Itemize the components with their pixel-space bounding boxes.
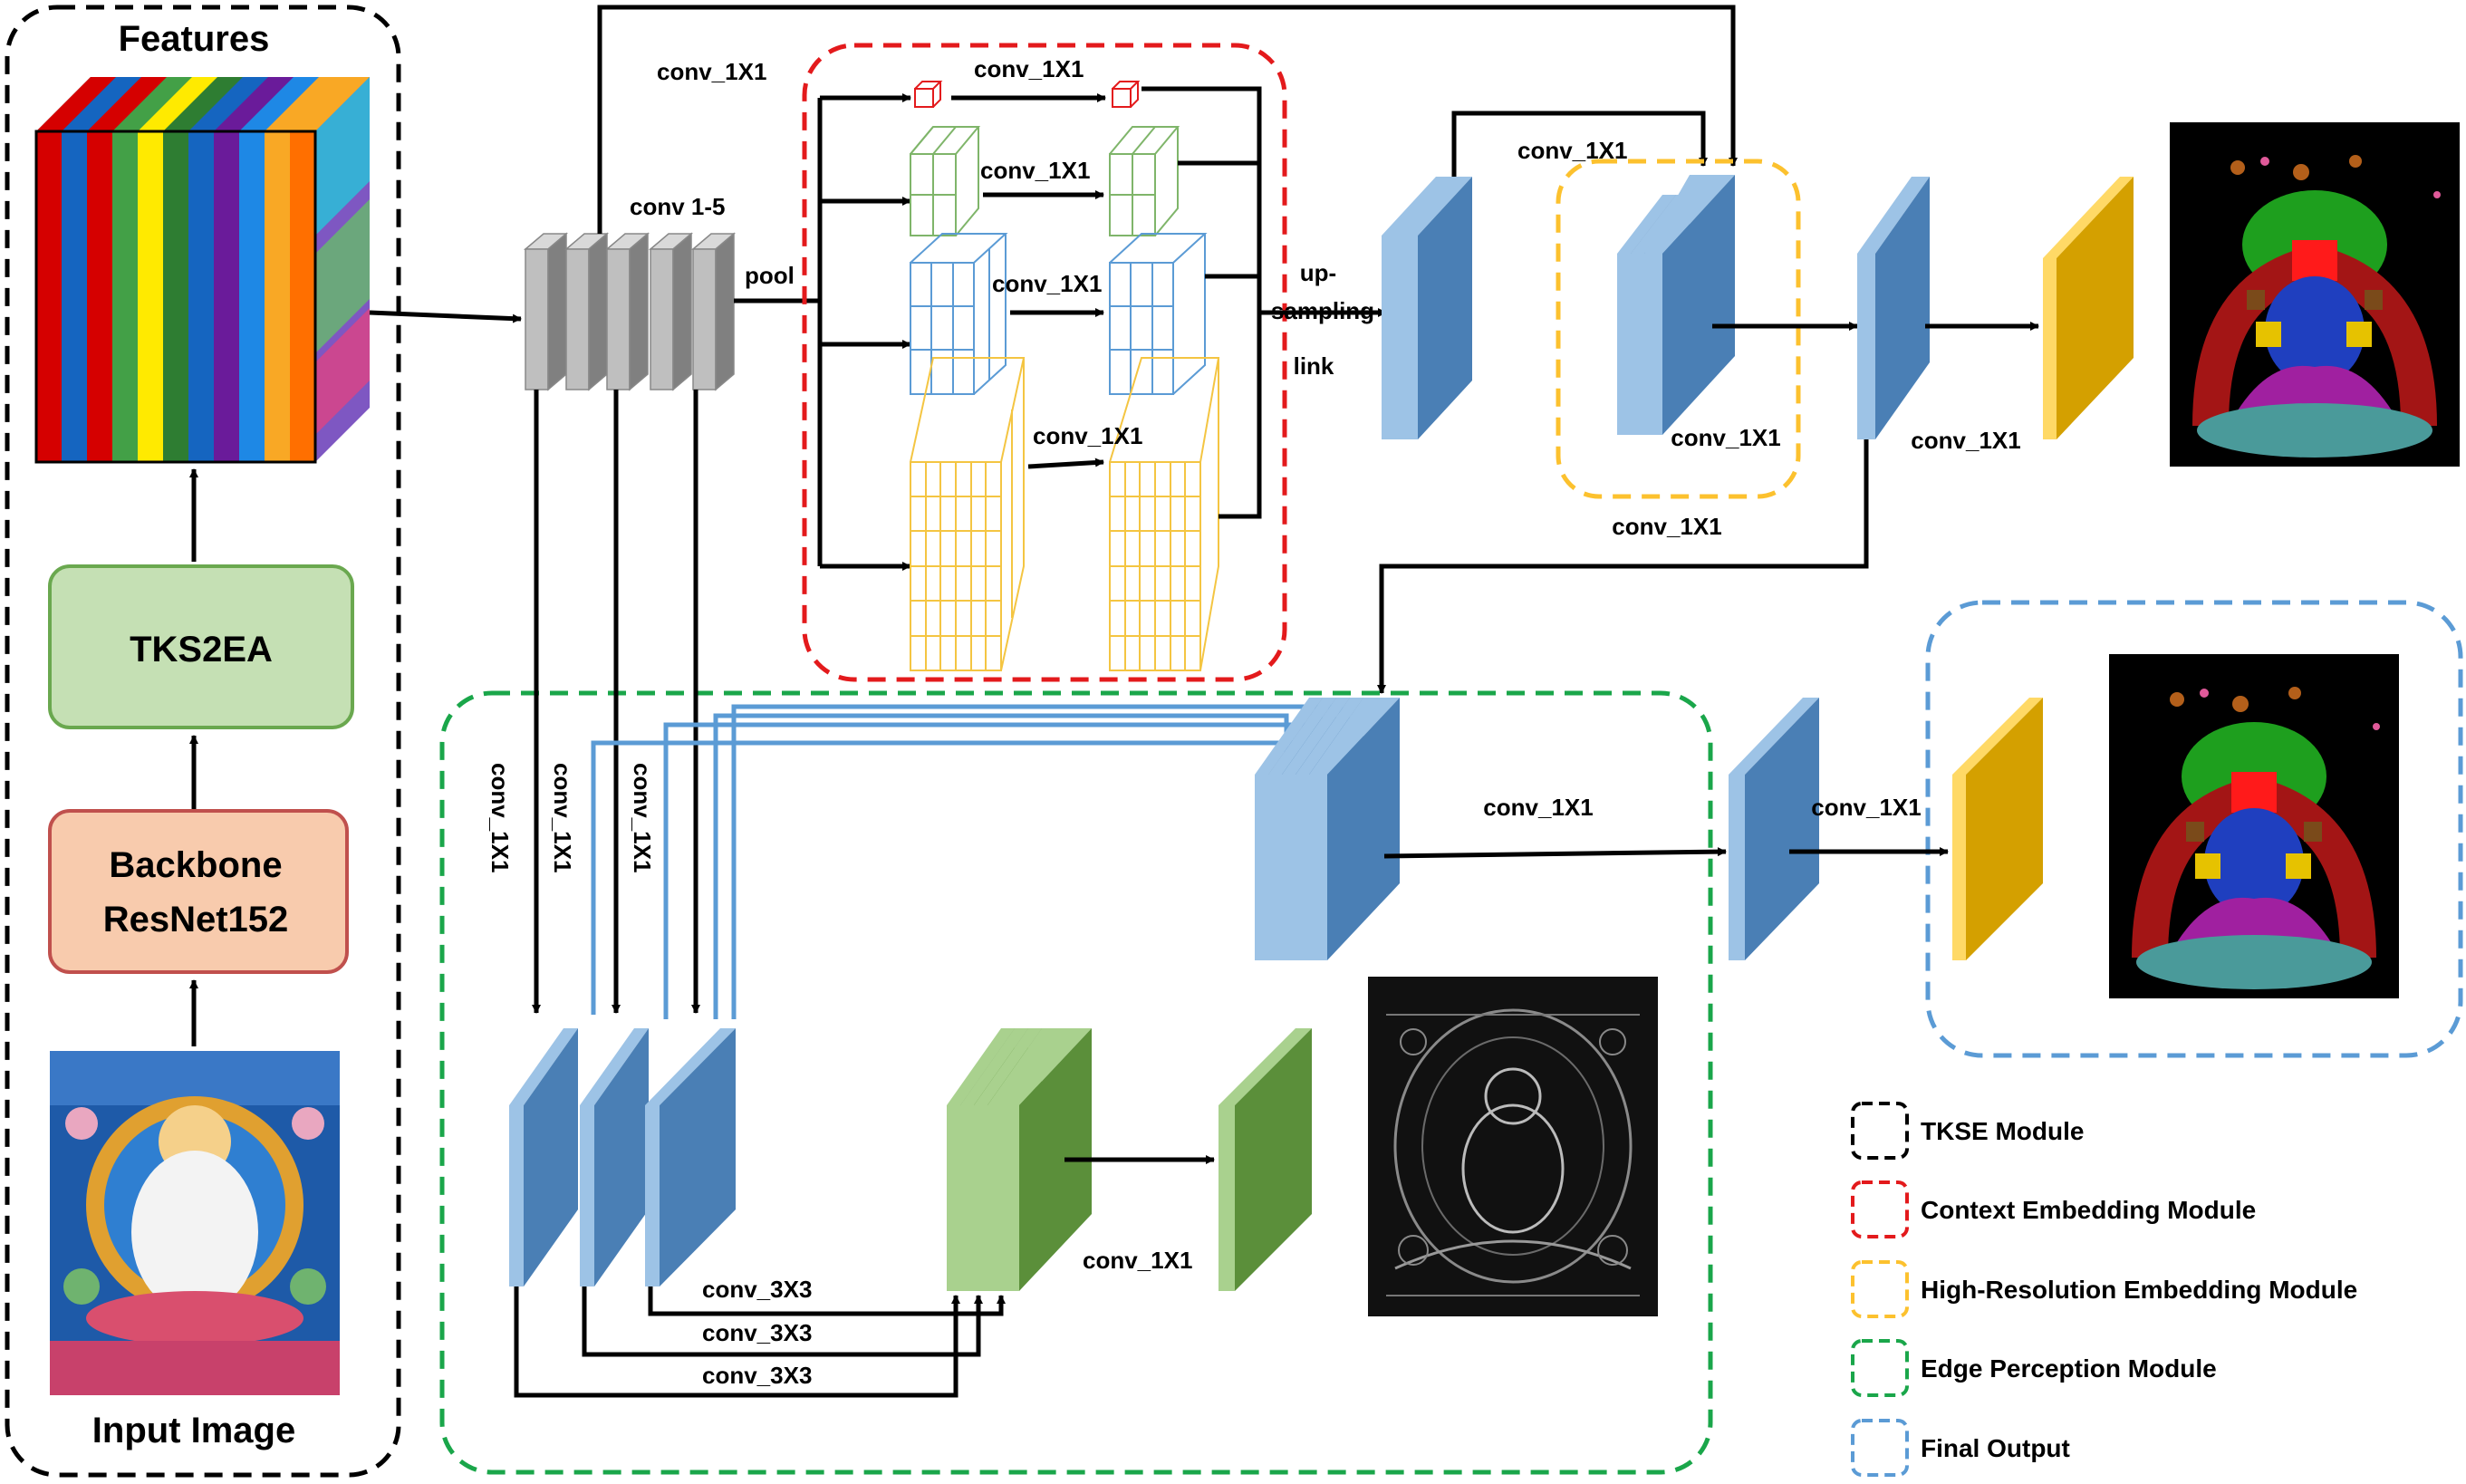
post-hr-layer bbox=[1857, 177, 1930, 439]
context-cube-1x1-a bbox=[914, 81, 943, 108]
legend-label-tkse: TKSE Module bbox=[1921, 1117, 2084, 1145]
feature-cube bbox=[34, 77, 370, 464]
edge-conv3x3-line-3 bbox=[648, 1286, 1006, 1316]
post-fusion-layer bbox=[1729, 698, 1819, 960]
hr-below-conv-label: conv_1X1 bbox=[1612, 513, 1721, 540]
edge-skip-blue-1 bbox=[591, 740, 1309, 1015]
context-cube-3x3-a bbox=[910, 233, 1008, 395]
hr-embedding-module-border bbox=[1556, 159, 1801, 499]
upsampling-label-link: link bbox=[1294, 352, 1334, 380]
context-cube-6x6-a bbox=[910, 357, 1026, 671]
context-merge-line bbox=[1141, 86, 1262, 519]
edge-blue-layer-3 bbox=[645, 1028, 736, 1286]
edge-down-conv-2: conv_1X1 bbox=[549, 763, 576, 872]
context-cube-2x2-b bbox=[1109, 126, 1180, 236]
hr-inner-conv-label: conv_1X1 bbox=[1671, 424, 1780, 451]
context-row2-conv-label: conv_1X1 bbox=[980, 157, 1090, 184]
edge-blue-layer-2 bbox=[580, 1028, 649, 1286]
top-skip-line bbox=[597, 5, 1738, 234]
hr-layer-stack bbox=[1617, 175, 1735, 435]
context-row4-conv-label: conv_1X1 bbox=[1033, 422, 1142, 449]
edge-conv3x3-line-2 bbox=[582, 1286, 983, 1357]
edge-conv3x3-label-1: conv_3X3 bbox=[702, 1276, 812, 1303]
edge-skip-blue-2 bbox=[663, 722, 1327, 1019]
top-skip-conv-label: conv_1X1 bbox=[657, 58, 766, 85]
features-title: Features bbox=[119, 19, 270, 59]
context-cube-2x2-a bbox=[910, 126, 981, 236]
edge-down-conv-3: conv_1X1 bbox=[629, 763, 656, 872]
edge-skip-blue-3 bbox=[731, 704, 1345, 1019]
gold-bottom-conv-label: conv_1X1 bbox=[1811, 794, 1921, 821]
gold-layer-bottom bbox=[1952, 698, 2043, 960]
edge-green-stack bbox=[947, 1028, 1092, 1291]
edge-conv3x3-line-1 bbox=[514, 1286, 960, 1398]
context-row1-conv-label: conv_1X1 bbox=[974, 55, 1084, 82]
legend-swatch-tkse bbox=[1851, 1102, 1909, 1160]
edge-green-conv-label: conv_1X1 bbox=[1083, 1247, 1192, 1274]
arrow-features-to-conv bbox=[369, 310, 522, 323]
gold-layer-top bbox=[2043, 177, 2134, 439]
tks2ea-block bbox=[48, 564, 354, 729]
backbone-label-line1: Backbone bbox=[109, 845, 282, 885]
edge-fusion-stack bbox=[1255, 698, 1400, 960]
input-image-label: Input Image bbox=[92, 1411, 295, 1450]
conv-1-5-label: conv 1-5 bbox=[630, 193, 726, 220]
legend: TKSE Module Context Embedding Module Hig… bbox=[1851, 1102, 2357, 1477]
hr-to-edge-connector bbox=[1377, 439, 1869, 694]
edge-down-conv-1: conv_1X1 bbox=[486, 763, 514, 872]
upsample-to-hr-line bbox=[1451, 111, 1708, 177]
edge-conv3x3-label-2: conv_3X3 bbox=[702, 1319, 812, 1346]
segmentation-output-top bbox=[2170, 122, 2460, 467]
backbone-label-line2: ResNet152 bbox=[103, 900, 289, 940]
fusion-conv-label: conv_1X1 bbox=[1483, 794, 1593, 821]
edge-conv3x3-label-3: conv_3X3 bbox=[702, 1362, 812, 1389]
legend-label-final: Final Output bbox=[1921, 1434, 2070, 1462]
legend-swatch-hr bbox=[1851, 1260, 1909, 1318]
backbone-block bbox=[48, 809, 349, 974]
edge-green-layer bbox=[1219, 1028, 1312, 1291]
edge-blue-layer-1 bbox=[509, 1028, 578, 1286]
conv-1-5-stack bbox=[523, 232, 737, 391]
context-cube-3x3-b bbox=[1109, 233, 1208, 395]
legend-label-context: Context Embedding Module bbox=[1921, 1196, 2256, 1224]
legend-label-hr: High-Resolution Embedding Module bbox=[1921, 1276, 2357, 1304]
input-image bbox=[50, 1051, 340, 1395]
legend-swatch-context bbox=[1851, 1180, 1909, 1238]
context-arrow-row4 bbox=[1027, 458, 1104, 469]
context-cube-6x6-b bbox=[1109, 357, 1220, 671]
edge-map-image bbox=[1368, 977, 1658, 1316]
tkse-module-border bbox=[5, 5, 401, 1478]
edge-perception-module-border bbox=[439, 690, 1713, 1475]
context-embedding-module-border bbox=[802, 43, 1287, 682]
upsampling-label-up: up- bbox=[1300, 259, 1336, 286]
segmentation-output-bottom bbox=[2109, 654, 2399, 998]
pool-label: pool bbox=[745, 262, 795, 289]
upsample-layer bbox=[1382, 177, 1472, 439]
legend-label-edge: Edge Perception Module bbox=[1921, 1354, 2217, 1383]
context-cube-1x1-b bbox=[1112, 81, 1141, 108]
gold-top-conv-label: conv_1X1 bbox=[1911, 427, 2020, 454]
context-row3-conv-label: conv_1X1 bbox=[992, 270, 1102, 297]
tks2ea-label: TKS2EA bbox=[130, 630, 273, 670]
legend-swatch-edge bbox=[1851, 1339, 1909, 1397]
upsampling-label-sampling: sampling bbox=[1271, 297, 1374, 324]
pool-branch-trunk bbox=[734, 298, 823, 566]
edge-skip-blue-4 bbox=[713, 713, 1291, 1019]
final-output-module-border bbox=[1925, 600, 2463, 1058]
arrow-fusion-to-layer bbox=[1383, 847, 1727, 859]
legend-swatch-final bbox=[1851, 1419, 1909, 1477]
